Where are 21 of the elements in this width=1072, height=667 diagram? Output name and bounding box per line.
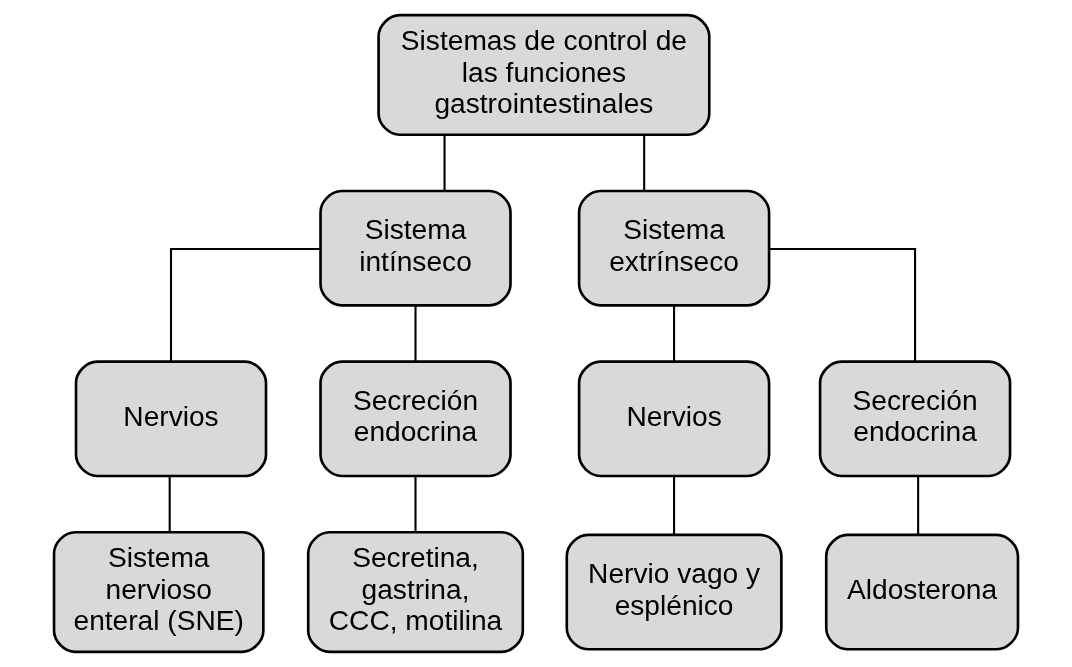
node-box: Sistema extrínseco bbox=[577, 189, 771, 307]
connector bbox=[917, 476, 920, 535]
node-box: Nervios bbox=[577, 360, 771, 478]
node-box: Sistema nervioso enteral (SNE) bbox=[52, 530, 265, 654]
connector bbox=[168, 476, 171, 532]
node-box: Sistemas de control de las funciones gastrointestinales bbox=[377, 13, 711, 137]
node-box: Nervios bbox=[74, 360, 268, 478]
connector bbox=[643, 135, 646, 191]
node-box: Secretina, gastrina, CCC, motilina bbox=[306, 530, 525, 654]
connector bbox=[443, 135, 446, 191]
node-box: Aldosterona bbox=[824, 533, 1020, 651]
connector bbox=[169, 248, 321, 362]
connector bbox=[769, 248, 917, 362]
connector bbox=[414, 305, 417, 362]
node-box: Secreción endocrina bbox=[319, 360, 512, 478]
connector bbox=[414, 476, 417, 532]
node-box: Nervio vago y esplénico bbox=[565, 533, 783, 651]
connector bbox=[673, 476, 676, 535]
node-box: Sistema intínseco bbox=[319, 189, 512, 307]
connector bbox=[673, 305, 676, 362]
node-box: Secreción endocrina bbox=[818, 360, 1012, 478]
